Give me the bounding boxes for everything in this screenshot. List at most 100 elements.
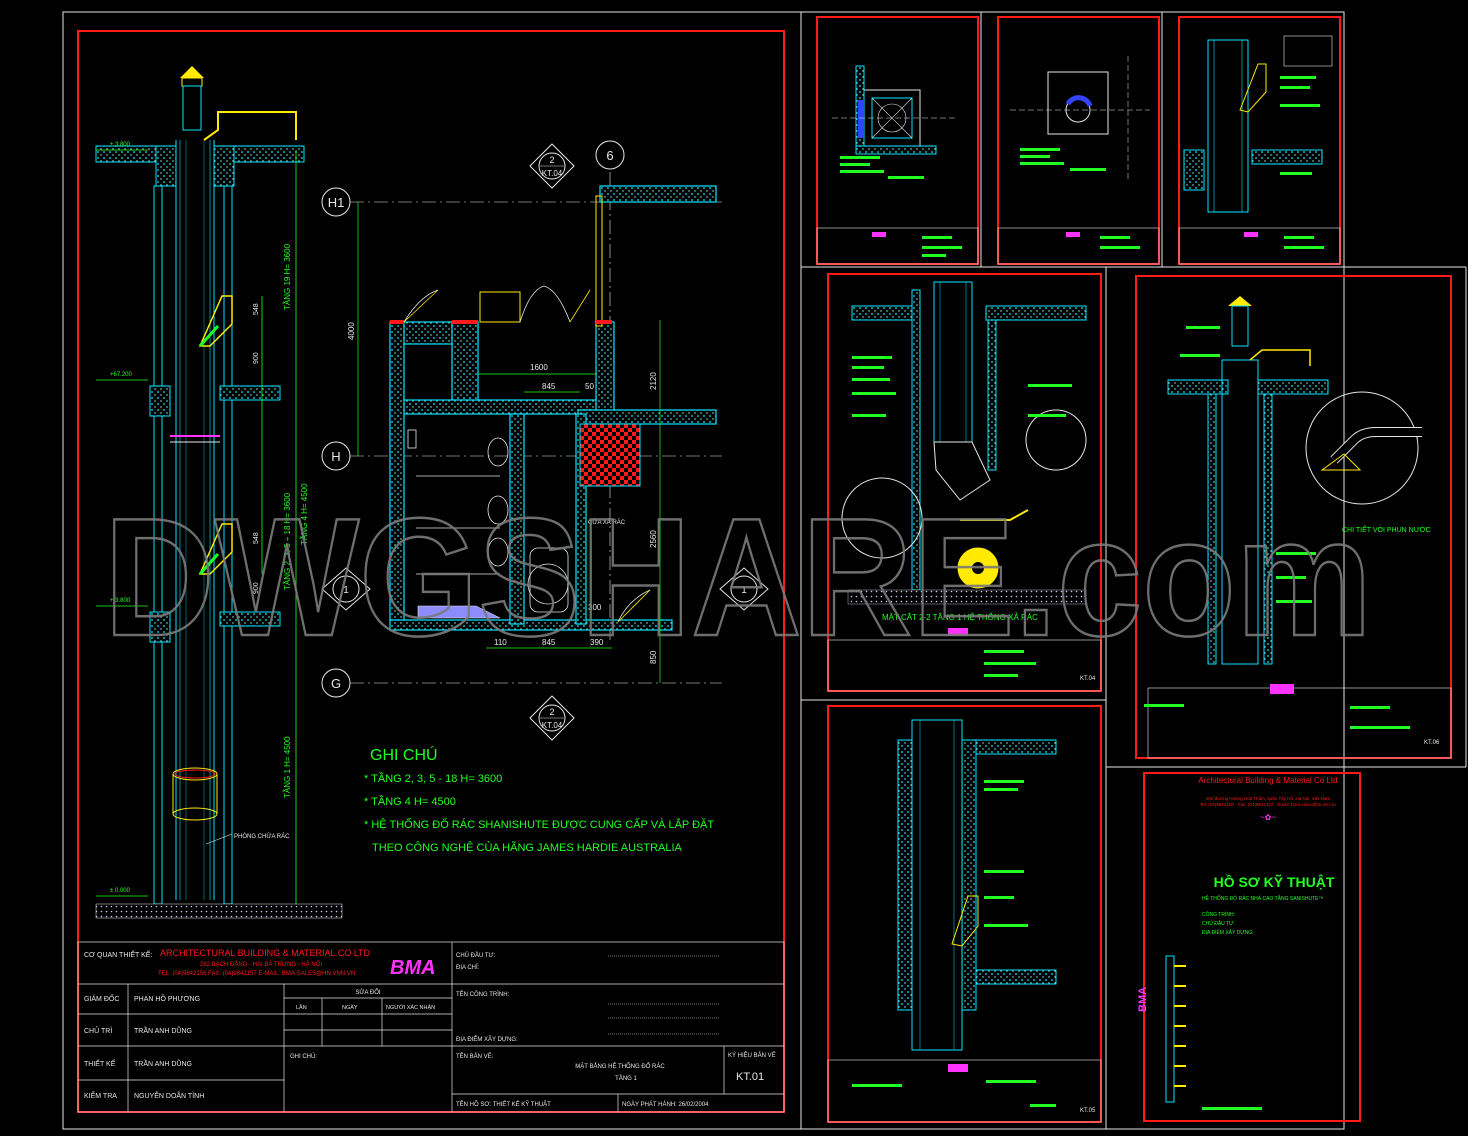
role-label: GIÁM ĐỐC [84, 993, 119, 1003]
sheet-frames [62, 11, 1467, 1130]
revision-col: LẦN [296, 1004, 307, 1011]
floor-plan-drawing[interactable]: H1 H G 6 2 KT.04 2 KT.04 [321, 140, 769, 741]
notes-label: GHI CHÚ: [290, 1053, 317, 1060]
dim-845b: 845 [542, 638, 556, 647]
role-name: NGUYỄN DOÃN TÌNH [134, 1091, 204, 1100]
cover-sheet[interactable]: Architectural Building & Material Co Ltd… [1137, 776, 1338, 1110]
note-item: * TẦNG 2, 3, 5 - 18 H= 3600 [364, 772, 502, 785]
revision-label: SỬA ĐỔI [355, 989, 380, 996]
grid-label: H1 [328, 195, 345, 210]
role-name: TRẦN ANH DŨNG [134, 1025, 192, 1035]
cover-address: 282 đường Hoàng Hoa Thám, quận Tây Hồ, H… [1206, 796, 1331, 801]
role-label: CHỦ TRÌ [84, 1026, 112, 1035]
grid-label: G [331, 676, 341, 691]
section-marker-left[interactable]: 1 [321, 567, 371, 611]
sheet-tag: KT.05 [1080, 1108, 1096, 1114]
marker-num: 1 [741, 585, 747, 596]
drawing-sub: TẦNG 1 [615, 1075, 637, 1082]
drawing-name: MẶT BẰNG HỆ THỐNG ĐỔ RÁC [575, 1062, 665, 1070]
section-marker-right[interactable]: 1 [719, 567, 769, 611]
level-tag: ± 0.000 [110, 888, 131, 894]
note-item: * HỆ THỐNG ĐỔ RÁC SHANISHUTE ĐƯỢC CUNG C… [364, 817, 714, 831]
dim-390: 390 [590, 638, 604, 647]
dim-4000: 4000 [347, 322, 356, 340]
project-label: TÊN CÔNG TRÌNH: [456, 990, 510, 998]
marker-num: 2 [549, 155, 554, 165]
dim-label: 548 [253, 303, 260, 315]
detail-sheet-plan-2[interactable] [997, 56, 1160, 265]
grid-bubble-g[interactable]: G [321, 668, 351, 698]
bma-logo: BMA [390, 957, 436, 979]
designer-label: CƠ QUAN THIẾT KẾ: [84, 949, 152, 959]
grid-label: H [331, 449, 340, 464]
svg-text:~✿~: ~✿~ [1260, 813, 1276, 822]
chute-door-label: CỬA XẢ RÁC [588, 519, 626, 526]
grid-bubble-6[interactable]: 6 [595, 140, 625, 170]
dim-300: 300 [588, 603, 602, 612]
role-label: KIỂM TRA [84, 1091, 117, 1100]
dim-2560: 2560 [649, 530, 658, 548]
role-name: PHAN HỒ PHƯƠNG [134, 993, 200, 1003]
grid-label: 6 [606, 148, 613, 163]
owner-label: CHỦ ĐẦU TƯ: [456, 952, 496, 959]
role-name: TRẦN ANH DŨNG [134, 1058, 192, 1068]
cover-contact: Tel: (04)9842156 · Fax: (04)9842157 · Em… [1200, 802, 1336, 807]
dim-110: 110 [494, 638, 507, 647]
notes-heading: GHI CHÚ [370, 745, 438, 764]
sheet-no-label: KÝ HIỆU BẢN VẼ [728, 1051, 776, 1059]
grid-bubble-h[interactable]: H [321, 441, 351, 471]
company-contact: TEL: (04)9842156 FAX: (04)9842157 E-MAIL… [158, 971, 355, 977]
dim-845: 845 [542, 382, 556, 391]
dim-label: 548 [253, 532, 260, 544]
detail-sheet-section-3[interactable] [1178, 35, 1341, 265]
floor-label: TẦNG 19 H= 3600 [282, 243, 292, 310]
sheet-tag: KT.06 [1424, 740, 1440, 746]
company-name: ARCHITECTURAL BUILDING & MATERIAL CO LTD [160, 948, 371, 958]
detail-sheet-kt06[interactable]: CHI TIẾT VÒI PHUN NƯỚC KT.06 [1144, 296, 1452, 759]
section-marker-top[interactable]: 2 KT.04 [529, 143, 575, 189]
grid-bubble-h1[interactable]: H1 [321, 187, 351, 217]
owner-address-label: ĐỊA CHỈ: [456, 964, 480, 971]
role-label: THIẾT KẾ [84, 1058, 116, 1068]
level-tag: ± 3.800 [110, 142, 131, 148]
location-label: ĐỊA ĐIỂM XÂY DỰNG: [456, 1036, 518, 1043]
level-tag: +67.200 [110, 372, 133, 378]
floor-label: TẦNG 2, 3, 5 ÷ 18 H= 3600 [282, 492, 292, 590]
dim-2120: 2120 [649, 372, 658, 390]
detail-sheet-plan-1[interactable] [816, 65, 979, 265]
issue-label: NGÀY PHÁT HÀNH: 26/02/2004 [622, 1101, 709, 1108]
marker-num: 1 [343, 585, 349, 596]
floor-label: TẦNG 4 H= 4500 [299, 483, 309, 545]
notes-block: GHI CHÚ * TẦNG 2, 3, 5 - 18 H= 3600 * TẦ… [364, 745, 714, 854]
title-block[interactable]: CƠ QUAN THIẾT KẾ: ARCHITECTURAL BUILDING… [77, 941, 785, 1113]
section-title: MẶT CẮT 2-2 TẦNG 1 HỆ THỐNG XẢ RÁC [882, 612, 1038, 622]
cover-title: HỒ SƠ KỸ THUẬT [1214, 873, 1335, 890]
detail-sheet-kt04[interactable]: MẶT CẮT 2-2 TẦNG 1 HỆ THỐNG XẢ RÁC KT.04 [827, 281, 1102, 692]
cover-logo: BMA [1137, 987, 1149, 1012]
room-callout: PHÒNG CHỨA RÁC [234, 833, 290, 840]
section-marker-bottom[interactable]: 2 KT.04 [529, 695, 575, 741]
revision-col: NGÀY [342, 1004, 358, 1011]
level-tag: + 3.800 [110, 598, 131, 604]
dim-850: 850 [649, 650, 658, 664]
floor-label: TẦNG 1 H= 4500 [282, 736, 292, 798]
cover-subtitle: HỆ THỐNG ĐỔ RÁC NHÀ CAO TẦNG SANISHUTE™ [1202, 894, 1324, 902]
cover-company: Architectural Building & Material Co Ltd [1198, 776, 1337, 785]
marker-num: 2 [549, 707, 554, 717]
note-item: THEO CÔNG NGHỆ CỦA HÃNG JAMES HARDIE AUS… [372, 841, 683, 854]
detail-sheet-kt05[interactable]: KT.05 [827, 719, 1102, 1123]
file-label: TÊN HỒ SƠ: THIẾT KẾ KỸ THUẬT [456, 1100, 551, 1108]
revision-col: NGƯỜI XÁC NHẬN [386, 1004, 435, 1011]
sprinkler-title: CHI TIẾT VÒI PHUN NƯỚC [1342, 524, 1431, 534]
dim-label: 900 [253, 352, 260, 364]
dim-label: 900 [253, 582, 260, 594]
company-address: 282 BẠCH ĐẰNG - HAI BÀ TRƯNG - HÀ NỘI [200, 960, 322, 968]
sheet-tag: KT.04 [1080, 676, 1096, 682]
vertical-section-drawing[interactable]: ± 3.800 +67.200 + 3.800 ± 0.000 TẦNG 19 … [95, 66, 343, 919]
level-tags: ± 3.800 +67.200 + 3.800 ± 0.000 [110, 142, 133, 894]
dim-1600: 1600 [530, 363, 548, 372]
marker-sheet: KT.04 [542, 169, 563, 178]
note-item: * TẦNG 4 H= 4500 [364, 795, 456, 808]
sheet-no: KT.01 [736, 1071, 764, 1083]
